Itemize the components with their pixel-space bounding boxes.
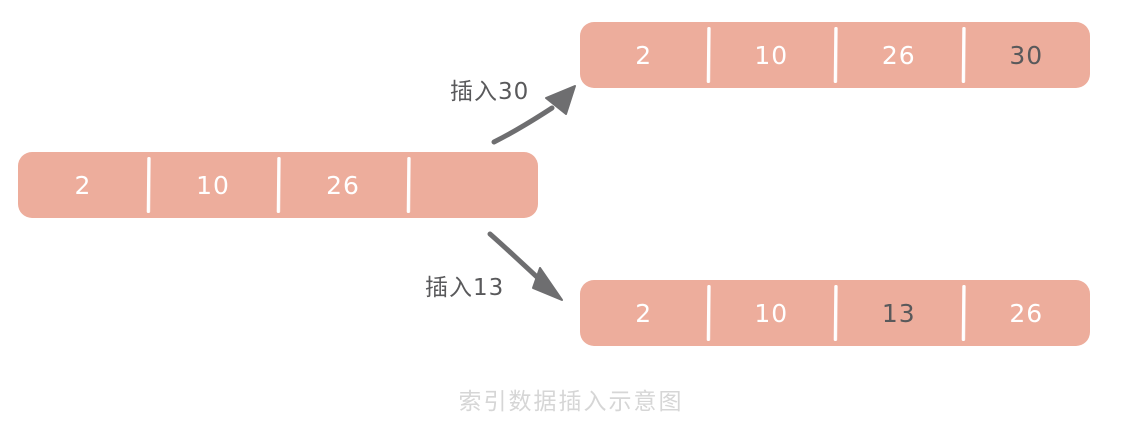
array-cell-inserted: 13 bbox=[835, 280, 963, 346]
array-cell: 26 bbox=[835, 22, 963, 88]
diagram-caption: 索引数据插入示意图 bbox=[458, 389, 684, 415]
array-cell: 10 bbox=[148, 152, 278, 218]
array-cell: 26 bbox=[963, 280, 1091, 346]
array-cell: 2 bbox=[635, 40, 653, 70]
array-cell: 2 bbox=[74, 170, 92, 200]
source-array: 2 10 26 bbox=[18, 152, 538, 218]
arrow-label-insert-30: 插入30 bbox=[450, 79, 530, 105]
result-array-insert-30: 2 10 26 30 bbox=[580, 22, 1090, 88]
arrow-insert-13-icon bbox=[487, 231, 563, 301]
arrow-label-insert-13: 插入13 bbox=[425, 275, 505, 301]
array-cell: 26 bbox=[278, 152, 408, 218]
array-cell: 10 bbox=[708, 280, 836, 346]
array-cell-empty bbox=[408, 152, 538, 218]
array-cell: 2 bbox=[635, 298, 653, 328]
arrow-insert-30-icon bbox=[491, 85, 576, 145]
array-cell-inserted: 30 bbox=[963, 22, 1091, 88]
result-array-insert-13: 2 10 13 26 bbox=[580, 280, 1090, 346]
array-cell: 10 bbox=[708, 22, 836, 88]
